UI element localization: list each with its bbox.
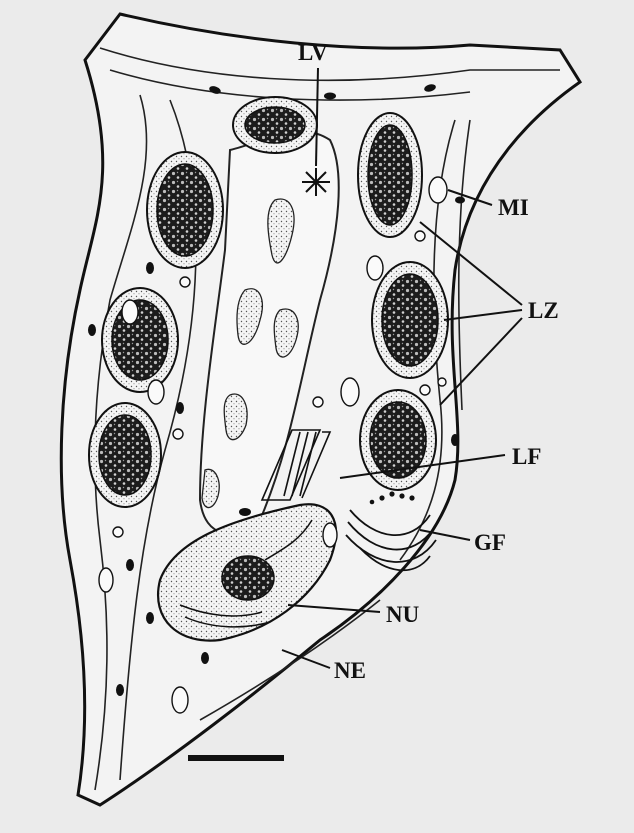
cell-top-center [233, 97, 317, 153]
cell-right-1 [358, 113, 422, 237]
cell-right-3 [360, 390, 436, 490]
cell-left-2 [102, 288, 178, 392]
label-nu: NU [386, 602, 420, 627]
label-lv: LV [298, 40, 328, 65]
star-marker [302, 168, 330, 196]
cell-left-3 [89, 403, 161, 507]
label-gf: GF [474, 530, 506, 555]
scale-bar [188, 755, 284, 761]
label-lz: LZ [528, 298, 559, 323]
cell-left-1 [147, 152, 223, 268]
label-lf: LF [512, 444, 541, 469]
cell-right-2 [372, 262, 448, 378]
label-mi: MI [498, 195, 529, 220]
label-ne: NE [334, 658, 366, 683]
